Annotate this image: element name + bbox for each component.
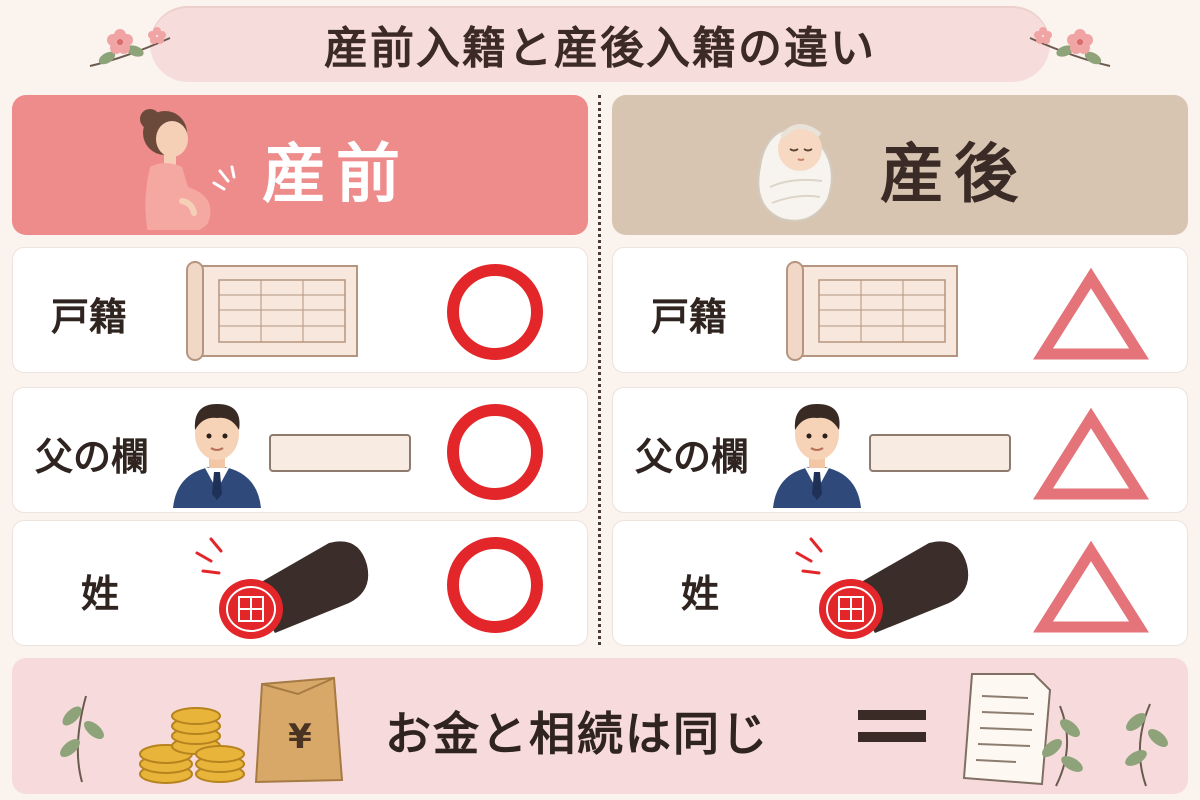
triangle-mark-icon (1033, 541, 1149, 633)
row-label-surname: 姓 (681, 571, 720, 616)
before-birth-label: 産前 (262, 137, 410, 212)
after-birth-header: 産後 (612, 95, 1188, 235)
after-birth-label: 産後 (880, 137, 1028, 212)
triangle-mark-icon (1033, 408, 1149, 500)
row-label-father-field: 父の欄 (35, 434, 150, 479)
bottom-banner: ¥ お金と相続は同じ (12, 658, 1188, 794)
table-row: 戸籍 (12, 247, 588, 373)
leaf-icon (1042, 703, 1168, 787)
title-banner: 産前入籍と産後入籍の違い (150, 6, 1050, 82)
document-icon (962, 673, 1052, 786)
pregnant-woman-icon (140, 109, 211, 230)
father-avatar-icon (773, 404, 861, 508)
leaf-icon (60, 695, 104, 783)
circle-mark-icon (447, 404, 543, 500)
father-avatar-icon (173, 404, 261, 508)
name-field-icon (269, 434, 411, 472)
table-row: 父の欄 (612, 387, 1188, 513)
motion-lines-icon (212, 165, 236, 191)
triangle-mark-icon (1033, 268, 1149, 360)
column-divider (598, 95, 602, 645)
name-field-icon (869, 434, 1011, 472)
equals-icon (858, 710, 926, 742)
seal-stamp-icon (795, 537, 969, 639)
before-birth-header: 産前 (12, 95, 588, 235)
flower-icon (89, 27, 171, 67)
register-scroll-icon (786, 261, 958, 361)
table-row: 父の欄 (12, 387, 588, 513)
table-row: 戸籍 (612, 247, 1188, 373)
coins-icon (139, 707, 245, 784)
table-row: 姓 (612, 520, 1188, 646)
table-row: 姓 (12, 520, 588, 646)
page-title: 産前入籍と産後入籍の違い (324, 23, 876, 74)
circle-mark-icon (447, 537, 543, 633)
same-money-inheritance-text: お金と相続は同じ (385, 707, 769, 761)
flower-icon (1029, 27, 1111, 67)
baby-icon (757, 124, 833, 222)
register-scroll-icon (186, 261, 358, 361)
row-label-family-register: 戸籍 (651, 294, 728, 339)
row-label-surname: 姓 (81, 571, 120, 616)
circle-mark-icon (447, 264, 543, 360)
yen-sign: ¥ (288, 717, 312, 757)
money-bag-icon: ¥ (254, 676, 344, 784)
row-label-father-field: 父の欄 (635, 434, 750, 479)
row-label-family-register: 戸籍 (51, 294, 128, 339)
seal-stamp-icon (195, 537, 369, 639)
